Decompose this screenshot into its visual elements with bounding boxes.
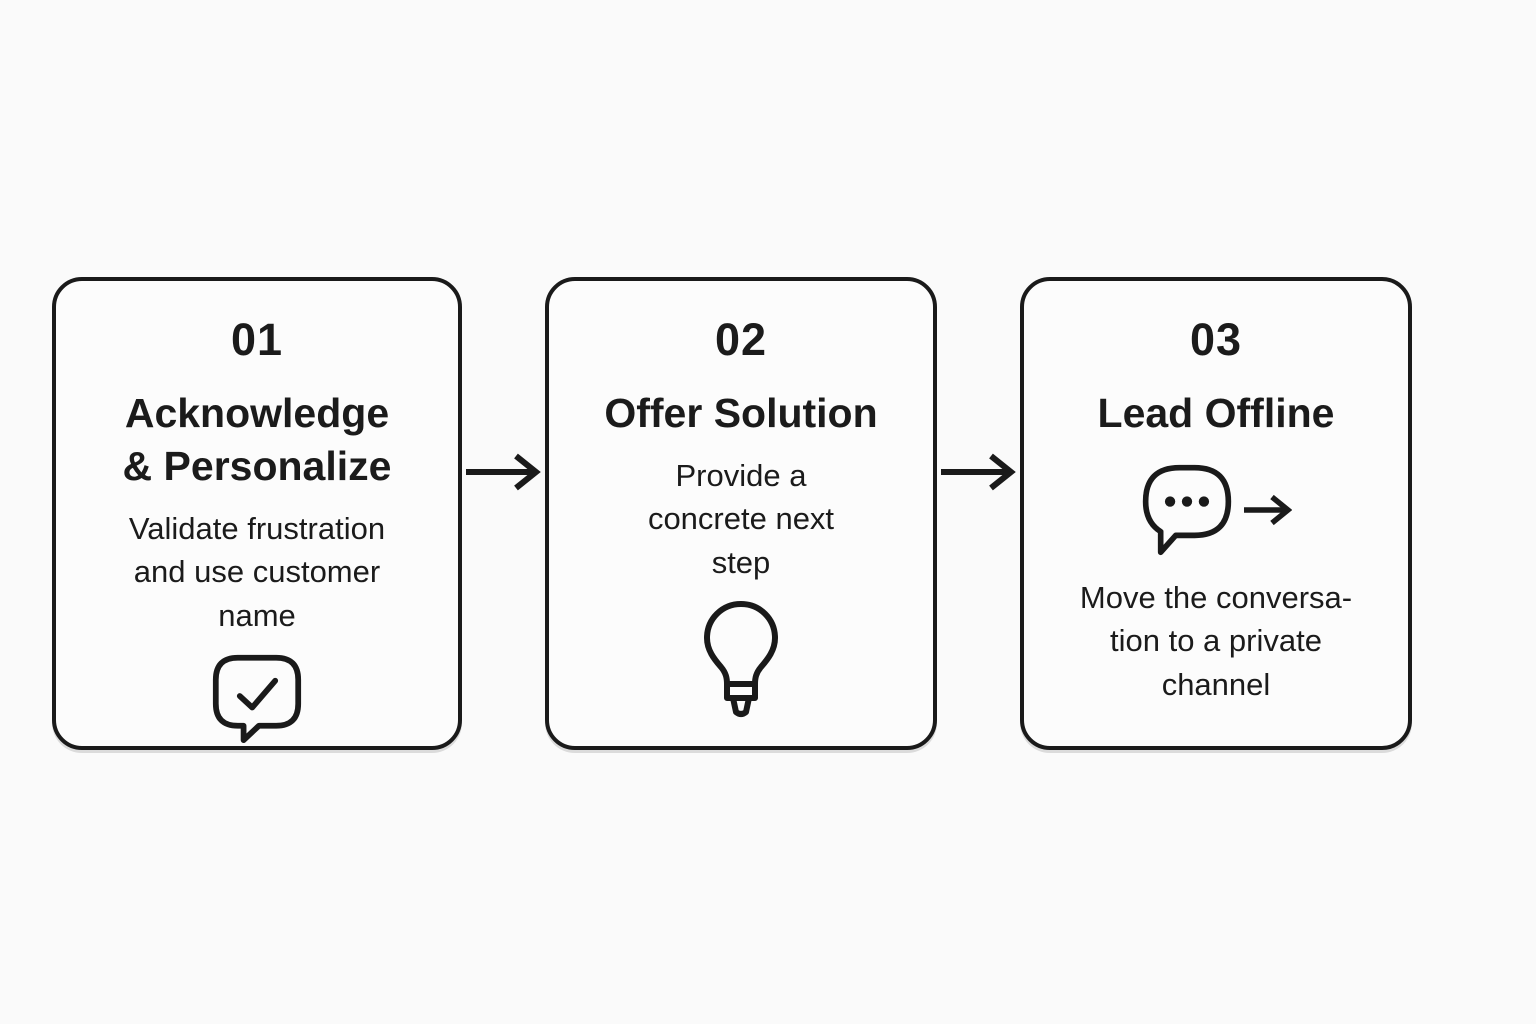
step-title: Offer Solution	[604, 389, 878, 436]
speech-bubble-check-icon	[209, 651, 305, 744]
step-card-03: 03 Lead Offline Move the conversa- tion …	[1020, 277, 1412, 750]
process-flow-diagram: 01 Acknowledge & Personalize Validate fr…	[52, 277, 1412, 750]
step-card-02: 02 Offer Solution Provide a concrete nex…	[545, 277, 937, 750]
right-arrow-icon	[939, 452, 1019, 492]
step-description: Provide a concrete next step	[647, 457, 835, 580]
right-arrow-icon	[464, 452, 544, 492]
step-title: Acknowledge & Personalize	[122, 389, 392, 489]
step-title: Lead Offline	[1097, 389, 1335, 436]
step-number: 01	[230, 314, 284, 365]
speech-bubble-dots-icon	[1140, 462, 1234, 558]
step-icon-row	[1140, 462, 1292, 558]
flow-connector-1	[462, 452, 545, 492]
step-description: Validate frustration and use customer na…	[128, 511, 386, 633]
step-number: 03	[1189, 314, 1243, 365]
step-card-01: 01 Acknowledge & Personalize Validate fr…	[52, 277, 462, 750]
flow-connector-2	[937, 452, 1020, 492]
step-number: 02	[714, 314, 768, 365]
right-arrow-icon	[1242, 491, 1292, 529]
lightbulb-icon	[701, 600, 781, 718]
step-description: Move the conversa- tion to a private cha…	[1079, 579, 1353, 702]
